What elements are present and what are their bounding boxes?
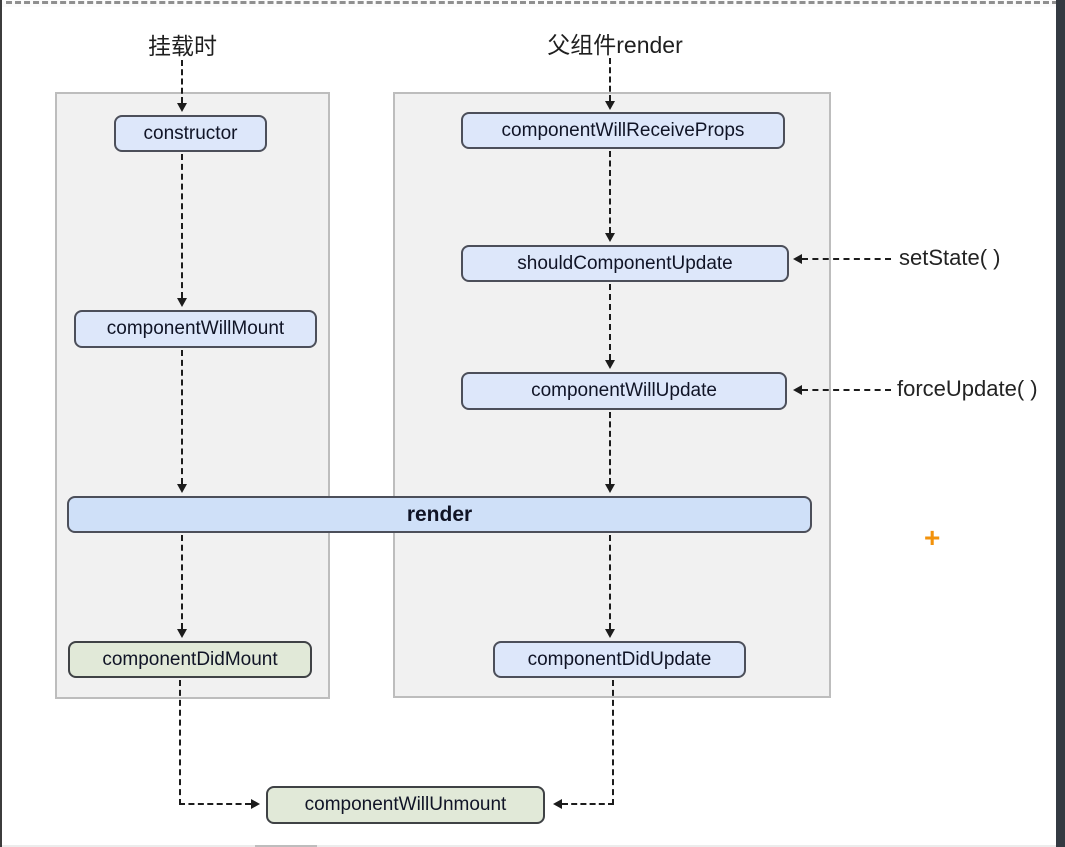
arrowhead-constructor-to-willmount	[177, 298, 187, 307]
node-component-will-mount: componentWillMount	[74, 310, 317, 348]
arrowhead-render-to-didmount	[177, 629, 187, 638]
arrowhead-mount-to-constructor	[177, 103, 187, 112]
plus-marker: +	[924, 522, 941, 553]
arrow-render-to-didmount	[181, 535, 183, 629]
arrowhead-setstate	[793, 254, 802, 264]
right-dark-band	[1056, 0, 1065, 847]
arrowhead-render-to-didupdate	[605, 629, 615, 638]
arrow-shouldupdate-to-willupdate	[609, 284, 611, 360]
bottom-edge-line	[2, 845, 1056, 847]
arrow-didmount-down	[179, 680, 181, 805]
arrowhead-shouldupdate-to-willupdate	[605, 360, 615, 369]
mount-phase-panel	[55, 92, 330, 699]
arrowhead-parent-to-receiveprops	[605, 101, 615, 110]
left-edge-line	[0, 0, 2, 847]
top-dashes	[6, 1, 1058, 4]
node-component-did-mount: componentDidMount	[68, 641, 312, 678]
arrow-didupdate-down	[612, 680, 614, 805]
arrow-mount-to-constructor	[181, 60, 183, 103]
arrow-didupdate-to-unmount	[562, 803, 614, 805]
header-mount: 挂载时	[148, 33, 217, 59]
arrowhead-willupdate-to-render	[605, 484, 615, 493]
arrow-constructor-to-willmount	[181, 154, 183, 298]
node-constructor: constructor	[114, 115, 267, 152]
arrow-render-to-didupdate	[609, 535, 611, 629]
node-component-did-update: componentDidUpdate	[493, 641, 746, 678]
arrow-didmount-to-unmount	[179, 803, 251, 805]
header-parent-render: 父组件render	[547, 32, 683, 58]
arrow-receiveprops-to-shouldupdate	[609, 151, 611, 233]
arrowhead-didupdate-to-unmount	[553, 799, 562, 809]
arrowhead-receiveprops-to-shouldupdate	[605, 233, 615, 242]
node-component-will-unmount: componentWillUnmount	[266, 786, 545, 824]
node-component-will-update: componentWillUpdate	[461, 372, 787, 410]
label-set-state: setState( )	[899, 245, 1001, 270]
arrowhead-forceupdate	[793, 385, 802, 395]
top-dashed-strip	[0, 0, 1065, 7]
bottom-smudge	[255, 845, 317, 847]
node-should-component-update: shouldComponentUpdate	[461, 245, 789, 282]
arrow-setstate	[802, 258, 891, 260]
node-render: render	[67, 496, 812, 533]
arrow-willmount-to-render	[181, 350, 183, 484]
node-component-will-receive-props: componentWillReceiveProps	[461, 112, 785, 149]
arrow-willupdate-to-render	[609, 412, 611, 484]
arrow-forceupdate	[802, 389, 891, 391]
label-force-update: forceUpdate( )	[897, 376, 1038, 401]
arrowhead-didmount-to-unmount	[251, 799, 260, 809]
arrowhead-willmount-to-render	[177, 484, 187, 493]
arrow-parent-to-receiveprops	[609, 58, 611, 101]
